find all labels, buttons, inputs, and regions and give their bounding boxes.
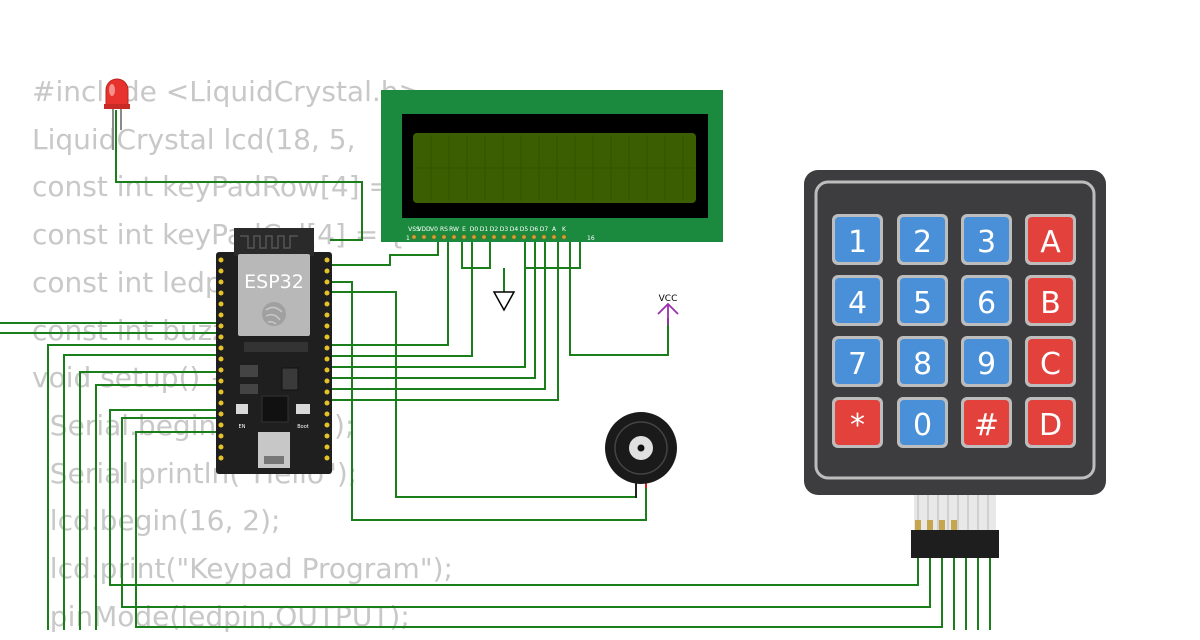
esp32-board[interactable]: ESP32 Boot EN — [216, 228, 332, 474]
key-3[interactable]: 3 — [961, 214, 1012, 265]
wire-lcd-d7[interactable] — [330, 238, 546, 390]
key-0[interactable]: 0 — [897, 397, 948, 448]
lcd-pin-label: A — [552, 226, 557, 233]
lcd-pin-first: 1 — [406, 235, 410, 242]
wire-keypad-7[interactable] — [135, 431, 943, 628]
boot-button[interactable] — [296, 404, 310, 414]
wire-lcd-d6[interactable] — [330, 238, 536, 379]
key-label: # — [974, 408, 999, 443]
lcd-pin-label: E — [462, 226, 466, 233]
key-c[interactable]: C — [1025, 336, 1076, 387]
key-label: 7 — [848, 347, 867, 382]
lcd-pin-label: RS — [440, 226, 448, 233]
lcd-pin-label: D3 — [500, 226, 509, 233]
vcc-label: VCC — [659, 294, 678, 304]
en-button[interactable] — [236, 404, 248, 414]
wires[interactable] — [0, 110, 991, 630]
lcd-pin-label: D7 — [540, 226, 549, 233]
esp32-left-pins[interactable] — [218, 257, 224, 461]
wire-lcd-rs[interactable] — [330, 238, 439, 266]
key-label: D — [1039, 408, 1062, 443]
key-a[interactable]: A — [1025, 214, 1076, 265]
key-1[interactable]: 1 — [832, 214, 883, 265]
wire-led[interactable] — [115, 110, 363, 241]
code-line: #include <LiquidCrystal.h> — [32, 75, 422, 108]
lcd-pin-label: D5 — [520, 226, 529, 233]
lcd-pin-label: D6 — [530, 226, 539, 233]
lcd-pin-label: K — [562, 226, 567, 233]
key-label: C — [1040, 347, 1061, 382]
key-d[interactable]: D — [1025, 397, 1076, 448]
wire-keypad-3[interactable] — [79, 371, 220, 630]
keypad-4x4[interactable]: 1 2 3 A 4 5 6 B 7 8 9 C * 0 # D — [804, 170, 1106, 558]
wire-lcd-rw[interactable] — [461, 238, 491, 269]
key-label: 3 — [977, 225, 996, 260]
wire-lcd-e[interactable] — [330, 238, 449, 346]
wire-keypad-1[interactable] — [47, 344, 220, 630]
code-line: LiquidCrystal lcd(18, 5, — [32, 122, 365, 156]
key-label: 1 — [848, 225, 867, 260]
key-6[interactable]: 6 — [961, 275, 1012, 326]
keypad-keys[interactable]: 1 2 3 A 4 5 6 B 7 8 9 C * 0 # D — [832, 214, 1076, 448]
key-label: * — [850, 408, 865, 443]
ground-icon[interactable] — [492, 291, 516, 312]
led[interactable] — [104, 78, 130, 150]
vcc-power[interactable]: VCC — [657, 294, 679, 325]
lcd-pin-label: V0 — [430, 226, 438, 233]
lcd-pin-last: 16 — [587, 235, 595, 242]
key-9[interactable]: 9 — [961, 336, 1012, 387]
key-4[interactable]: 4 — [832, 275, 883, 326]
esp32-label: ESP32 — [244, 271, 304, 293]
key-label: A — [1040, 225, 1061, 260]
key-label: 5 — [913, 286, 932, 321]
lcd-pin-label: D4 — [510, 226, 519, 233]
usb-chip — [261, 395, 289, 423]
boot-label: Boot — [297, 424, 309, 430]
code-line: lcd.print("Keypad Program"); — [32, 552, 453, 586]
buzzer[interactable] — [605, 412, 677, 498]
keypad-connector[interactable] — [911, 530, 999, 558]
lcd-pin-label: RW — [449, 226, 459, 233]
wire-buzzer-1[interactable] — [330, 281, 647, 521]
wire-lcd-a[interactable] — [569, 238, 669, 356]
wire-lcd-k[interactable] — [330, 238, 559, 401]
wire-lcd-d4[interactable] — [330, 238, 473, 357]
lcd-pin-label: D2 — [490, 226, 499, 233]
wire-keypad-6[interactable] — [121, 417, 931, 608]
wire-lcd-extra[interactable] — [526, 238, 581, 269]
lcd-pin-label: D0 — [470, 226, 479, 233]
key-label: 4 — [848, 286, 867, 321]
key-b[interactable]: B — [1025, 275, 1076, 326]
vcc-arrow-icon — [657, 302, 679, 325]
lcd-pin-label: VSS — [408, 226, 420, 233]
code-editor-text: #include <LiquidCrystal.h> LiquidCrystal … — [32, 68, 453, 640]
key-2[interactable]: 2 — [897, 214, 948, 265]
key-label: 9 — [977, 347, 996, 382]
key-hash[interactable]: # — [961, 397, 1012, 448]
key-label: B — [1040, 286, 1061, 321]
esp32-right-pins[interactable] — [324, 257, 330, 461]
wire-keypad-4[interactable] — [95, 384, 220, 630]
lcd-pin-label: VDD — [417, 226, 431, 233]
key-5[interactable]: 5 — [897, 275, 948, 326]
key-label: 0 — [913, 408, 932, 443]
key-star[interactable]: * — [832, 397, 883, 448]
wire-keypad-5[interactable] — [109, 409, 919, 586]
lcd-pin-label: D1 — [480, 226, 489, 233]
key-8[interactable]: 8 — [897, 336, 948, 387]
wire-buzzer-2[interactable] — [330, 291, 637, 498]
en-label: EN — [239, 424, 246, 430]
wire-lcd-d5[interactable] — [330, 238, 526, 368]
key-7[interactable]: 7 — [832, 336, 883, 387]
wire-keypad-2[interactable] — [63, 354, 220, 630]
key-label: 6 — [977, 286, 996, 321]
key-label: 2 — [913, 225, 932, 260]
esp32-module — [238, 254, 310, 336]
lcd-display[interactable]: VSS VDD V0 RS RW E D0 D1 D2 D3 D4 D5 D6 … — [381, 90, 723, 242]
key-label: 8 — [913, 347, 932, 382]
